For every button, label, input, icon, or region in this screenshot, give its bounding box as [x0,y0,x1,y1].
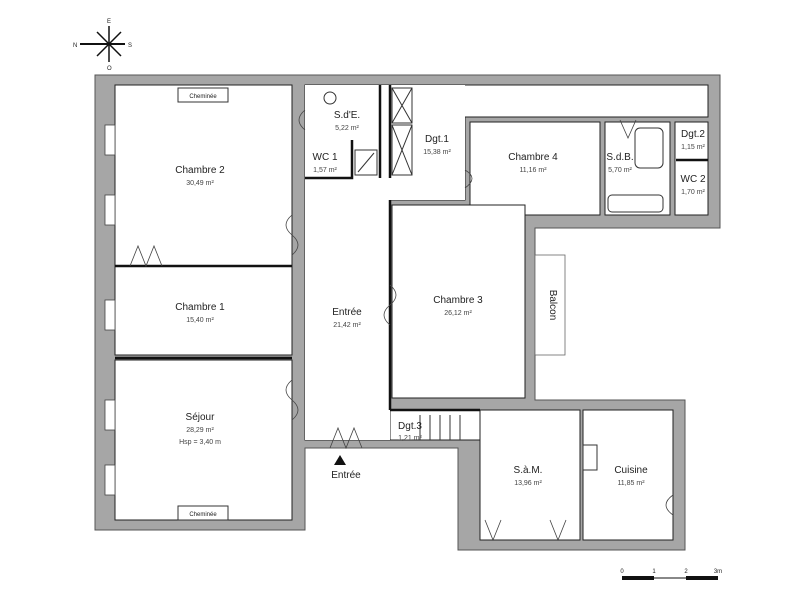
fireplace-label: Cheminée [189,512,217,518]
room-name: Dgt.2 [681,129,705,140]
ceiling-height: Hsp = 3,40 m [179,439,221,446]
room-name: Séjour [186,412,216,423]
room-name: WC 1 [313,152,338,163]
room-name: Chambre 2 [175,165,225,176]
scale-tick: 0 [620,569,624,575]
room-area: 11,16 m² [519,167,547,174]
scale-tick: 1 [652,569,656,575]
compass-north: N [73,43,77,49]
scale-bar: 0 1 2 3m [620,569,722,580]
room-area: 30,49 m² [186,180,214,187]
room-area: 13,96 m² [514,480,542,487]
room-area: 15,38 m² [423,149,451,156]
compass-east: E [107,19,111,25]
fireplace-top [177,87,229,103]
room-area: 1,70 m² [681,189,705,196]
partitions [115,85,708,412]
room-area: 5,70 m² [608,167,632,174]
room-area: 1,15 m² [681,144,705,151]
room-name: Chambre 4 [508,152,558,163]
room-name: S.d'E. [334,110,360,121]
balcony-label: Balcon [547,290,558,321]
room-labels: Chambre 2 30,49 m² Chambre 1 15,40 m² Sé… [175,110,706,487]
room-area: 5,22 m² [335,125,359,132]
room-name: S.à.M. [514,465,543,476]
room-name: Chambre 1 [175,302,225,313]
entrance-arrow-icon [334,455,346,465]
room-name: Dgt.3 [398,421,422,432]
compass-west: O [107,66,112,72]
room-name: Cuisine [614,465,648,476]
room-name: Dgt.1 [425,134,449,145]
room-name: S.d.B. [606,152,633,163]
room-area: 11,85 m² [617,480,645,487]
closets [323,87,664,471]
compass-south: S [128,43,132,49]
room-area: 1,57 m² [313,167,337,174]
balcony [534,254,566,356]
doors [129,109,674,542]
room-area: 1,21 m² [398,435,422,442]
room-area: 15,40 m² [186,317,214,324]
entrance-label: Entrée [331,470,361,481]
compass-rose-icon: N E S O [73,19,132,72]
windows [104,124,116,496]
fireplace-bottom [177,505,229,521]
room-area: 26,12 m² [444,310,472,317]
room-name: Chambre 3 [433,295,483,306]
room-area: 21,42 m² [333,322,361,329]
room-name: Entrée [332,307,362,318]
room-name: WC 2 [681,174,706,185]
fireplace-label: Cheminée [189,94,217,100]
room-area: 28,29 m² [186,427,214,434]
scale-tick: 2 [684,569,688,575]
scale-tick: 3m [714,569,722,575]
